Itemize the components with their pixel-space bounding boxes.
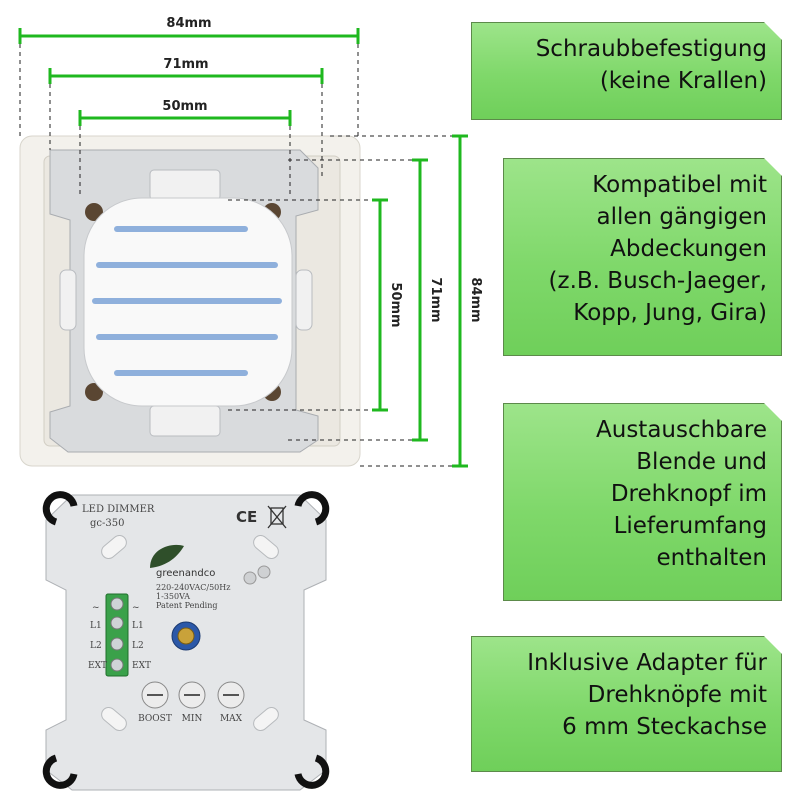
dimension-height-50: 50mm	[228, 198, 403, 412]
ac-symbol-left: ~	[92, 603, 100, 613]
spec-patent: Patent Pending	[156, 601, 218, 610]
label-84mm-side: 84mm	[468, 277, 483, 322]
callout-adapter: Inklusive Adapter für Drehknöpfe mit 6 m…	[471, 636, 782, 772]
callout-3-line-5: enthalten	[656, 545, 767, 571]
dimension-width-84: 84mm	[18, 16, 360, 136]
callout-2-line-2: allen gängigen	[596, 204, 767, 230]
callout-4-line-1: Inklusive Adapter für	[527, 650, 767, 676]
label-min: MIN	[182, 714, 203, 724]
terminal-right-l1: L1	[132, 621, 144, 631]
callout-3-line-1: Austauschbare	[596, 417, 767, 443]
corner-mount-bl	[42, 754, 78, 789]
ce-mark: CE	[236, 508, 257, 526]
callout-2-line-4: (z.B. Busch-Jaeger,	[548, 268, 767, 294]
callout-compatibility: Kompatibel mit allen gängigen Abdeckunge…	[503, 158, 782, 356]
trim-pot-min	[178, 681, 206, 709]
callout-2-line-5: Kopp, Jung, Gira)	[573, 300, 767, 326]
brand-name: greenandco	[156, 568, 215, 579]
label-boost: BOOST	[138, 714, 172, 724]
dimmer-with-cover: 84mm 71mm 50mm 50mm	[18, 16, 483, 468]
potentiometer-shaft	[171, 621, 201, 651]
callout-1-line-2: (keine Krallen)	[599, 68, 767, 94]
terminal-left-l2: L2	[90, 641, 102, 651]
corner-mount-tr	[294, 491, 330, 526]
callout-4-line-3: 6 mm Steckachse	[562, 714, 767, 740]
callout-4-line-2: Drehknöpfe mit	[587, 682, 767, 708]
weee-bin-icon	[267, 505, 287, 529]
callout-included-parts: Austauschbare Blende und Drehknopf im Li…	[503, 403, 782, 601]
terminal-right-l2: L2	[132, 641, 144, 651]
label-50mm-side: 50mm	[388, 282, 403, 327]
trim-pot-max	[217, 681, 245, 709]
callout-3-line-4: Lieferumfang	[613, 513, 767, 539]
dimension-width-50: 50mm	[78, 99, 292, 198]
dimension-height-71: 71mm	[288, 158, 443, 442]
terminal-block	[105, 593, 129, 677]
label-71mm-top: 71mm	[163, 57, 208, 72]
callout-screw-mounting: Schraubbefestigung (keine Krallen)	[471, 22, 782, 120]
callout-2-line-3: Abdeckungen	[610, 236, 767, 262]
corner-mount-br	[294, 754, 330, 789]
ac-symbol-right: ~	[132, 603, 140, 613]
label-84mm-top: 84mm	[166, 16, 211, 31]
spec-voltage: 220-240VAC/50Hz	[156, 583, 230, 592]
corner-mount-tl	[42, 491, 78, 526]
terminal-left-ext: EXT	[88, 661, 107, 671]
callout-2-line-1: Kompatibel mit	[592, 172, 767, 198]
callout-3-line-3: Drehknopf im	[610, 481, 767, 507]
dimension-height-84: 84mm	[330, 134, 483, 468]
label-max: MAX	[220, 714, 243, 724]
dimension-width-71: 71mm	[48, 57, 324, 180]
label-50mm-top: 50mm	[162, 99, 207, 114]
terminal-left-l1: L1	[90, 621, 102, 631]
trim-pot-boost	[141, 681, 169, 709]
dimmer-insert: LED DIMMER gc-350 CE greenandco 220-240V…	[42, 491, 330, 791]
device-title: LED DIMMER	[82, 504, 155, 515]
leaf-logo-icon	[150, 544, 184, 568]
label-71mm-side: 71mm	[428, 277, 443, 322]
terminal-right-ext: EXT	[132, 661, 151, 671]
callout-3-line-2: Blende und	[636, 449, 767, 475]
callout-1-line-1: Schraubbefestigung	[535, 36, 767, 62]
spec-power: 1-350VA	[156, 592, 190, 601]
device-model: gc-350	[90, 518, 124, 529]
